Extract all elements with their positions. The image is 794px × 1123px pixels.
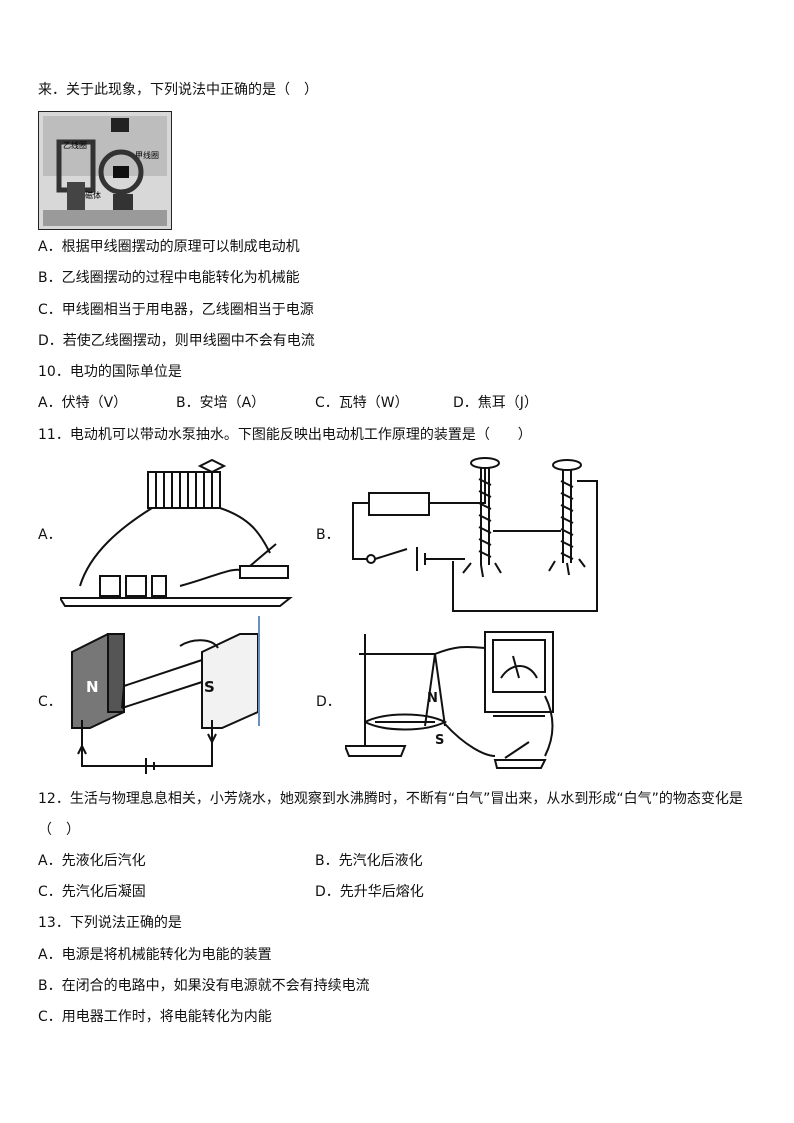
q9-option-a: A．根据甲线圈摆动的原理可以制成电动机 (38, 239, 300, 255)
q11-figure-d: N S (343, 626, 560, 776)
q11-label-d: D． (316, 694, 341, 710)
q11-label-c: C． (38, 694, 62, 710)
q12-option-b: B．先汽化后液化 (315, 853, 423, 869)
q9-option-d: D．若使乙线圈摆动，则甲线圈中不会有电流 (38, 333, 315, 349)
q11-label-a: A． (38, 527, 62, 543)
q13-option-c: C．用电器工作时，将电能转化为内能 (38, 1009, 272, 1025)
q11-figure-a (58, 458, 305, 608)
q11-d-magnet-s: S (435, 733, 444, 748)
q10-option-a: A．伏特（V） (38, 395, 128, 411)
q9-photo: 乙线圈 甲线圈 磁体 (38, 111, 172, 230)
q11-c-magnet-s: S (204, 678, 215, 696)
q12-option-a: A．先液化后汽化 (38, 853, 146, 869)
q9-option-c: C．甲线圈相当于用电器，乙线圈相当于电源 (38, 302, 314, 318)
q10-option-b: B．安培（A） (176, 395, 266, 411)
q13-option-b: B．在闭合的电路中，如果没有电源就不会有持续电流 (38, 978, 370, 994)
q12-option-c: C．先汽化后凝固 (38, 884, 146, 900)
photo-label-magnet: 磁体 (85, 190, 101, 200)
q11-d-magnet-n: N (427, 691, 438, 706)
q11-stem: 11．电动机可以带动水泵抽水。下图能反映出电动机工作原理的装置是（ ） (38, 427, 532, 443)
photo-label-jia: 甲线圈 (135, 150, 159, 160)
photo-label-yi: 乙线圈 (63, 140, 87, 150)
q11-figure-c: N S (62, 616, 267, 776)
q12-stem-line1: 12．生活与物理息息相关，小芳烧水，她观察到水沸腾时，不断有“白气”冒出来，从水… (38, 791, 743, 807)
q11-label-b: B． (316, 527, 340, 543)
q13-option-a: A．电源是将机械能转化为电能的装置 (38, 947, 272, 963)
q13-stem: 13．下列说法正确的是 (38, 915, 182, 931)
q12-option-d: D．先升华后熔化 (315, 884, 424, 900)
q10-stem: 10．电功的国际单位是 (38, 364, 182, 380)
q10-option-c: C．瓦特（W） (315, 395, 409, 411)
q12-stem-line2: （ ） (38, 822, 80, 838)
q11-c-magnet-n: N (86, 678, 99, 696)
q9-option-b: B．乙线圈摆动的过程中电能转化为机械能 (38, 270, 300, 286)
q9-stem-tail: 来．关于此现象，下列说法中正确的是（ ） (38, 82, 318, 98)
q10-option-d: D．焦耳（J） (453, 395, 538, 411)
q11-figure-b (345, 455, 605, 615)
